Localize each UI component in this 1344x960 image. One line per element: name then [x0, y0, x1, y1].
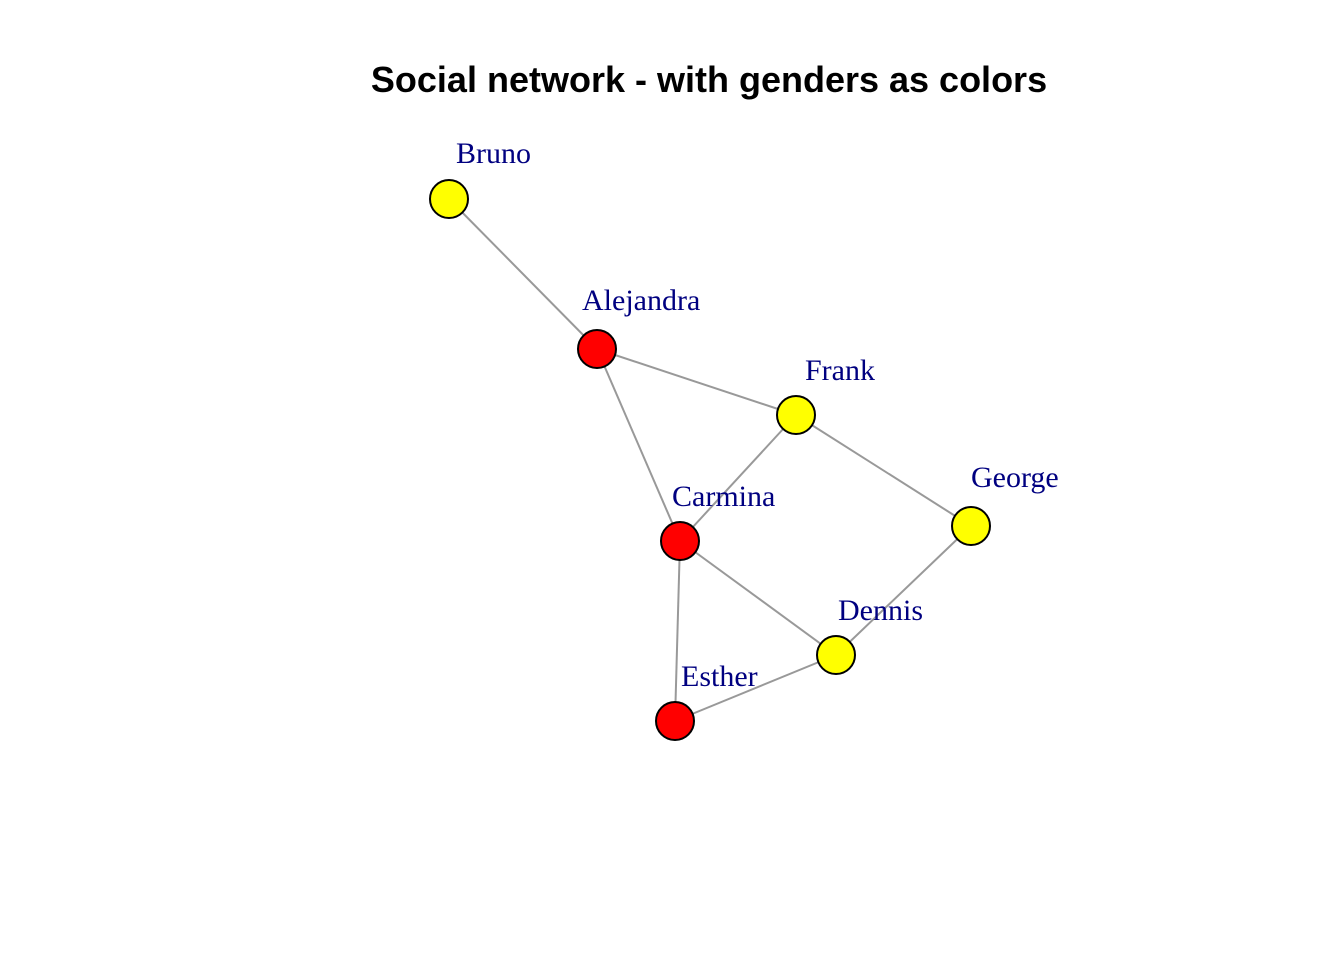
node-carmina	[660, 521, 700, 561]
node-george	[951, 506, 991, 546]
node-alejandra	[577, 329, 617, 369]
node-dennis	[816, 635, 856, 675]
edge-carmina-dennis	[679, 540, 837, 656]
node-label-esther: Esther	[681, 660, 758, 693]
labels-layer: BrunoAlejandraFrankGeorgeCarminaDennisEs…	[456, 137, 1059, 693]
edge-frank-carmina	[679, 414, 797, 542]
edge-george-dennis	[835, 525, 972, 656]
node-label-frank: Frank	[805, 354, 875, 387]
node-label-alejandra: Alejandra	[582, 284, 700, 317]
edge-dennis-esther	[674, 654, 837, 722]
node-label-dennis: Dennis	[838, 594, 923, 627]
edge-bruno-alejandra	[448, 198, 598, 350]
node-frank	[776, 395, 816, 435]
edge-frank-george	[795, 414, 972, 527]
nodes-layer	[429, 179, 991, 741]
node-label-carmina: Carmina	[672, 480, 775, 513]
node-esther	[655, 701, 695, 741]
plot-title: Social network - with genders as colors	[371, 59, 1047, 100]
edge-alejandra-frank	[596, 348, 797, 416]
node-label-bruno: Bruno	[456, 137, 531, 170]
edge-alejandra-carmina	[596, 348, 681, 542]
node-label-george: George	[971, 461, 1059, 494]
edges-layer	[448, 198, 972, 722]
edge-carmina-esther	[674, 540, 681, 722]
node-bruno	[429, 179, 469, 219]
